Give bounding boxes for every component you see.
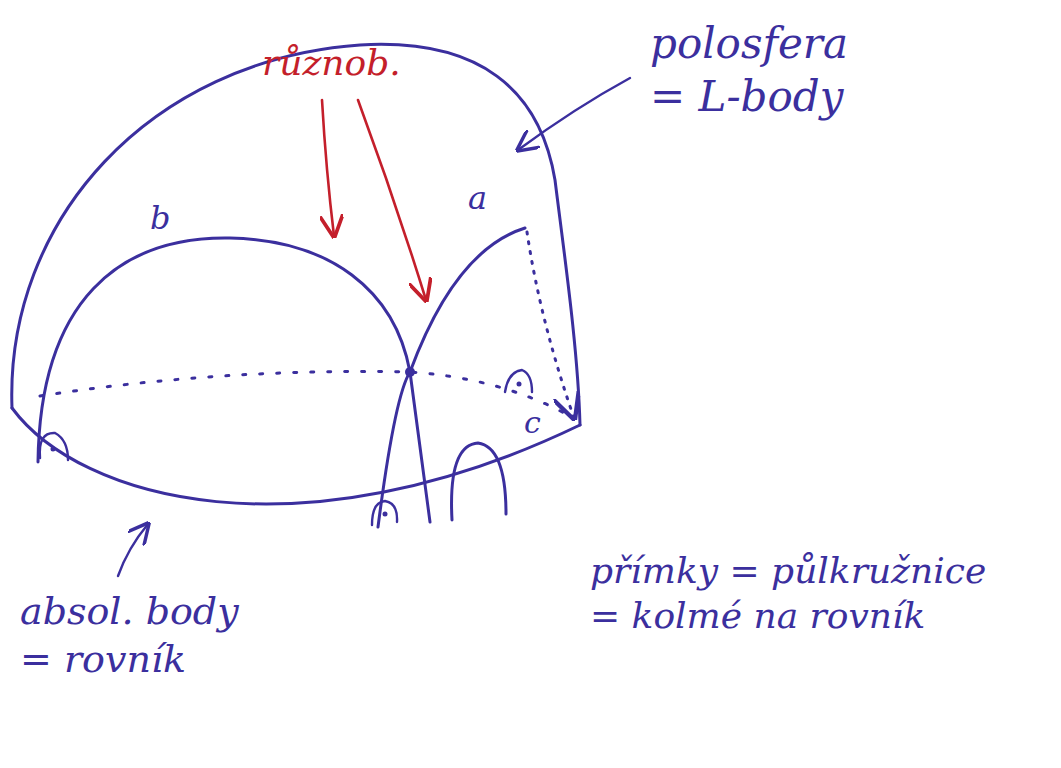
right-angle-dot <box>51 447 56 452</box>
geodesic-a <box>378 228 525 527</box>
handwritten-label: přímky = půlkružnice = kolmé na rovník <box>590 548 993 638</box>
handwritten-label: a <box>468 178 487 218</box>
hidden-equator <box>40 372 568 416</box>
dotted-drop <box>527 232 574 418</box>
geodesic-b <box>38 238 430 522</box>
right-angle-mark <box>372 501 397 525</box>
handwritten-label: různob. <box>262 40 401 85</box>
pointer-arrow <box>518 78 630 150</box>
geodesic-c <box>452 443 506 520</box>
right-angle-mark <box>40 433 68 460</box>
handwritten-label: polosfera = L-body <box>650 18 854 123</box>
intersection-point <box>405 367 415 377</box>
right-angle-dot <box>383 512 388 517</box>
right-angle-dot <box>517 382 522 387</box>
handwritten-label: c <box>524 404 541 442</box>
pointer-arrow <box>118 524 148 576</box>
pointer-arrow <box>322 100 334 236</box>
pointer-arrow <box>358 100 426 300</box>
handwritten-label: absol. body = rovník <box>20 588 245 683</box>
handwritten-label: b <box>150 198 170 238</box>
hemisphere-dome <box>12 44 580 425</box>
right-angle-mark <box>505 370 532 392</box>
